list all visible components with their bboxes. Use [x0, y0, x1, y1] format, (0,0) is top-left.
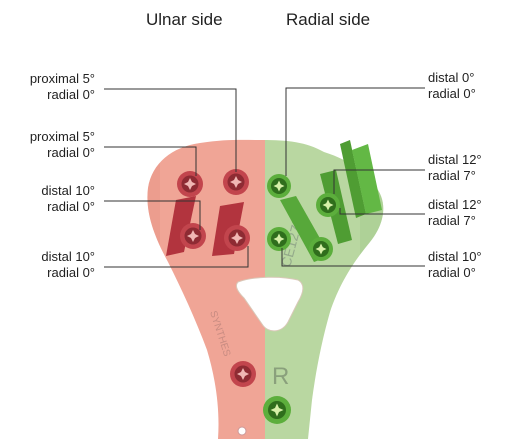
ulnar-screw-head — [224, 225, 250, 251]
label-line: radial 7° — [428, 213, 482, 229]
label-line: proximal 5° — [30, 71, 95, 87]
ulnar-screw-head — [180, 223, 206, 249]
label-line: distal 10° — [41, 183, 95, 199]
ulnar-label-2: proximal 5° radial 0° — [30, 129, 95, 161]
label-line: distal 12° — [428, 152, 482, 168]
ulnar-label-1: proximal 5° radial 0° — [30, 71, 95, 103]
label-line: distal 10° — [428, 249, 482, 265]
radial-label-2: distal 12° radial 7° — [428, 152, 482, 184]
radial-label-3: distal 12° radial 7° — [428, 197, 482, 229]
label-line: distal 12° — [428, 197, 482, 213]
ulnar-screw-head — [177, 171, 203, 197]
radial-label-4: distal 10° radial 0° — [428, 249, 482, 281]
side-letter: R — [272, 363, 289, 390]
label-line: radial 0° — [428, 265, 482, 281]
radial-screw-head — [263, 396, 291, 424]
radial-label-1: distal 0° radial 0° — [428, 70, 476, 102]
label-line: radial 0° — [41, 199, 95, 215]
radial-screw-head — [309, 237, 333, 261]
ulnar-label-3: distal 10° radial 0° — [41, 183, 95, 215]
label-line: distal 10° — [41, 249, 95, 265]
label-line: radial 0° — [30, 87, 95, 103]
radial-screw-head — [267, 227, 291, 251]
label-line: proximal 5° — [30, 129, 95, 145]
ulnar-label-4: distal 10° radial 0° — [41, 249, 95, 281]
radial-screw-head — [316, 193, 340, 217]
plate-hole — [238, 427, 246, 435]
label-line: radial 0° — [428, 86, 476, 102]
ulnar-screw-head — [223, 169, 249, 195]
label-line: radial 7° — [428, 168, 482, 184]
label-line: radial 0° — [41, 265, 95, 281]
ulnar-screw-head — [230, 361, 256, 387]
label-line: radial 0° — [30, 145, 95, 161]
radial-screw-head — [267, 174, 291, 198]
label-line: distal 0° — [428, 70, 476, 86]
